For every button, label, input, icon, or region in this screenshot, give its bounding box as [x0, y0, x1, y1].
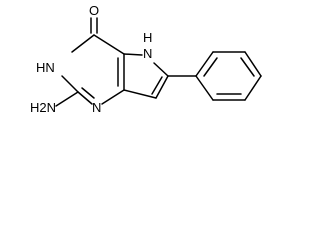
bond-ph-inner-1: [203, 57, 218, 77]
bond-ph-3: [244, 51, 262, 77]
bond-c4a-c4: [93, 34, 125, 55]
oxygen-label: O: [89, 3, 99, 18]
bond-c2-n1-inner: [81, 87, 95, 99]
bond-n5-c6: [153, 62, 169, 77]
bond-c6-c7-inner: [151, 76, 163, 95]
bond-n3-c2: [61, 75, 79, 93]
bond-c2-amino: [55, 91, 79, 107]
bond-n1-c7a: [101, 89, 125, 105]
ring-nh-left-label: HN: [36, 60, 55, 75]
pyrimidine-n-bottom-label: N: [92, 100, 101, 115]
pyrrole-n-label: N: [143, 46, 152, 61]
chemical-structure: O HN H N N H2N: [30, 3, 262, 115]
ring-nh-top-label: H: [143, 30, 152, 45]
bond-ph-1: [195, 51, 214, 77]
bond-group: [55, 17, 262, 107]
amino-label: H2N: [30, 100, 56, 115]
bond-c7-c7a: [123, 89, 157, 99]
bond-ph-inner-3: [240, 57, 255, 77]
bond-c4a-n5: [123, 53, 143, 56]
bond-ph-4: [244, 75, 262, 101]
bond-c6-c7: [155, 75, 169, 99]
bond-ph-6: [195, 75, 214, 101]
bond-c4-n3: [71, 34, 95, 53]
bond-c2-n1: [77, 91, 93, 105]
atom-label-group: O HN H N N H2N: [30, 3, 152, 115]
